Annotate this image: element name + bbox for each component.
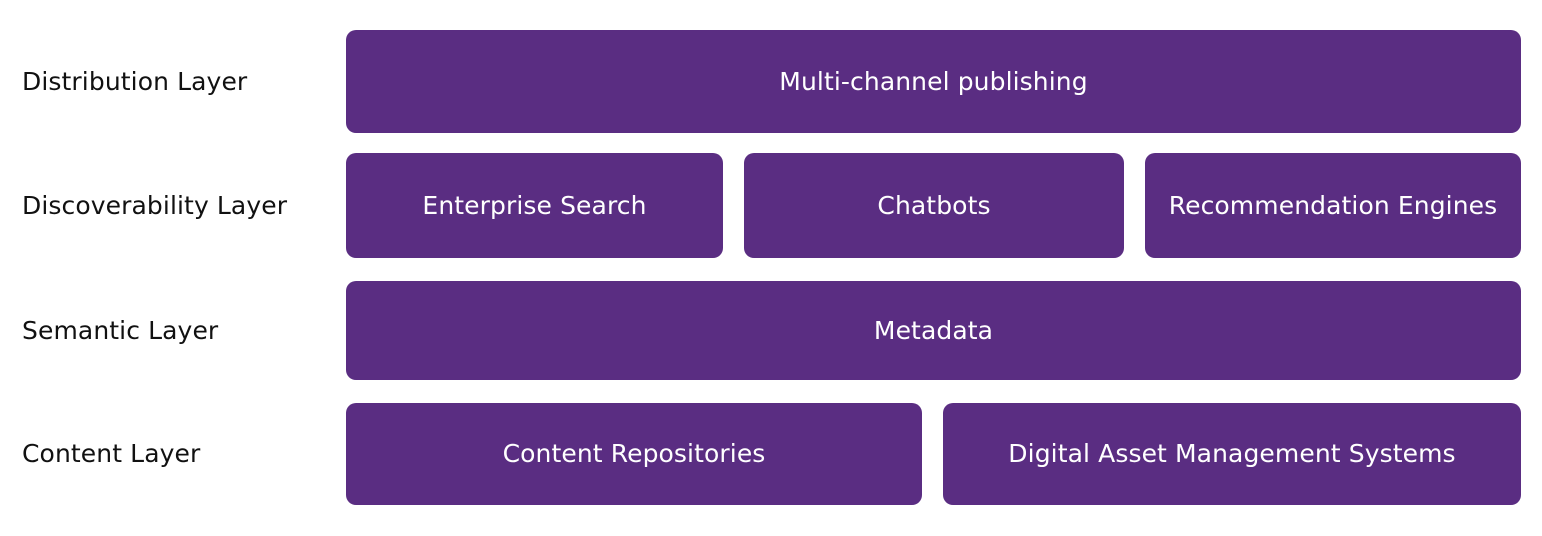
node-enterprise-search[interactable]: Enterprise Search — [346, 153, 723, 258]
layer-boxes-distribution: Multi-channel publishing — [346, 30, 1521, 133]
node-chatbots[interactable]: Chatbots — [744, 153, 1124, 258]
layer-label-content: Content Layer — [22, 439, 201, 468]
layer-row-distribution: Distribution Layer Multi-channel publish… — [0, 30, 1542, 133]
layer-boxes-content: Content Repositories Digital Asset Manag… — [346, 403, 1521, 505]
node-digital-asset-management-systems[interactable]: Digital Asset Management Systems — [943, 403, 1521, 505]
layer-boxes-discoverability: Enterprise Search Chatbots Recommendatio… — [346, 153, 1521, 258]
node-metadata[interactable]: Metadata — [346, 281, 1521, 380]
layer-label-semantic: Semantic Layer — [22, 315, 219, 345]
layer-label-distribution: Distribution Layer — [22, 66, 248, 96]
layer-row-content: Content Layer Content Repositories Digit… — [0, 403, 1542, 505]
node-content-repositories[interactable]: Content Repositories — [346, 403, 922, 505]
node-multi-channel-publishing[interactable]: Multi-channel publishing — [346, 30, 1521, 133]
node-recommendation-engines[interactable]: Recommendation Engines — [1145, 153, 1521, 258]
layer-row-discoverability: Discoverability Layer Enterprise Search … — [0, 153, 1542, 258]
layer-row-semantic: Semantic Layer Metadata — [0, 281, 1542, 380]
layer-boxes-semantic: Metadata — [346, 281, 1521, 380]
layer-label-discoverability: Discoverability Layer — [22, 190, 288, 220]
